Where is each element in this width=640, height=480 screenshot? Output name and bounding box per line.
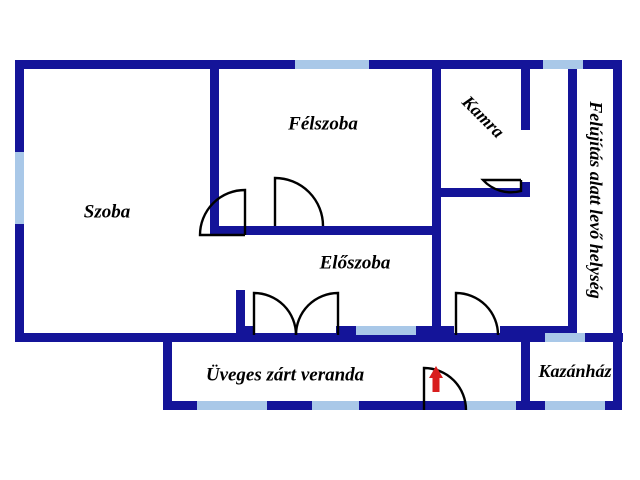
wall-kamra-right-lower — [521, 182, 530, 197]
room-label-kazanhaz: Kazánház — [537, 361, 611, 381]
window-eloszoba-south — [356, 326, 416, 335]
window-bottom-veranda-2 — [312, 401, 359, 410]
window-bottom-veranda-1 — [197, 401, 267, 410]
room-label-veranda: Üveges zárt veranda — [206, 364, 365, 385]
wall-hall-upper-left-stub — [210, 226, 245, 235]
door-hall-right — [454, 291, 500, 336]
wall-kamra-right — [521, 60, 530, 130]
door-eloszoba-left — [252, 291, 298, 336]
wall-kamra-bottom — [432, 188, 530, 197]
wall-renovation-left — [568, 60, 577, 342]
room-label-felujitas-alatt-levo-helyseg: Felújítás alatt levő helység — [586, 100, 606, 298]
wall-szoba-bottom — [15, 333, 245, 342]
wall-exterior-bottom — [163, 401, 622, 410]
entry-arrow — [429, 366, 443, 392]
door-kamra — [480, 178, 523, 194]
room-label-eloszoba: Előszoba — [319, 252, 391, 273]
wall-hall-left-jamb — [236, 290, 245, 342]
door-szoba — [198, 188, 247, 237]
room-label-szoba: Szoba — [84, 201, 131, 222]
wall-szoba-right — [210, 60, 219, 235]
wall-hall-bottom-left — [432, 326, 454, 335]
wall-felszoba-bottom — [236, 226, 436, 235]
wall-veranda-left — [163, 342, 172, 410]
window-bottom-veranda-3 — [466, 401, 516, 410]
door-group — [198, 176, 523, 411]
wall-veranda-top — [163, 333, 623, 342]
wall-exterior-right — [613, 60, 622, 410]
window-group — [15, 60, 605, 410]
wall-kazanhaz-left — [521, 342, 530, 410]
door-felszoba — [273, 176, 325, 227]
window-top-felszoba — [295, 60, 369, 69]
wall-eloszoba-bottom-left — [236, 326, 254, 335]
door-entry — [422, 366, 468, 411]
wall-hall-bottom-right — [500, 326, 570, 335]
room-label-felszoba: Félszoba — [287, 113, 358, 134]
window-bottom-kazanhaz — [545, 401, 605, 410]
window-left-szoba — [15, 152, 24, 224]
wall-felszoba-right — [432, 60, 441, 335]
window-top-kazanhaz — [545, 333, 585, 342]
room-label-kamra: Kamra — [458, 91, 509, 142]
door-eloszoba-right — [294, 291, 340, 336]
window-top-renovation — [543, 60, 583, 69]
